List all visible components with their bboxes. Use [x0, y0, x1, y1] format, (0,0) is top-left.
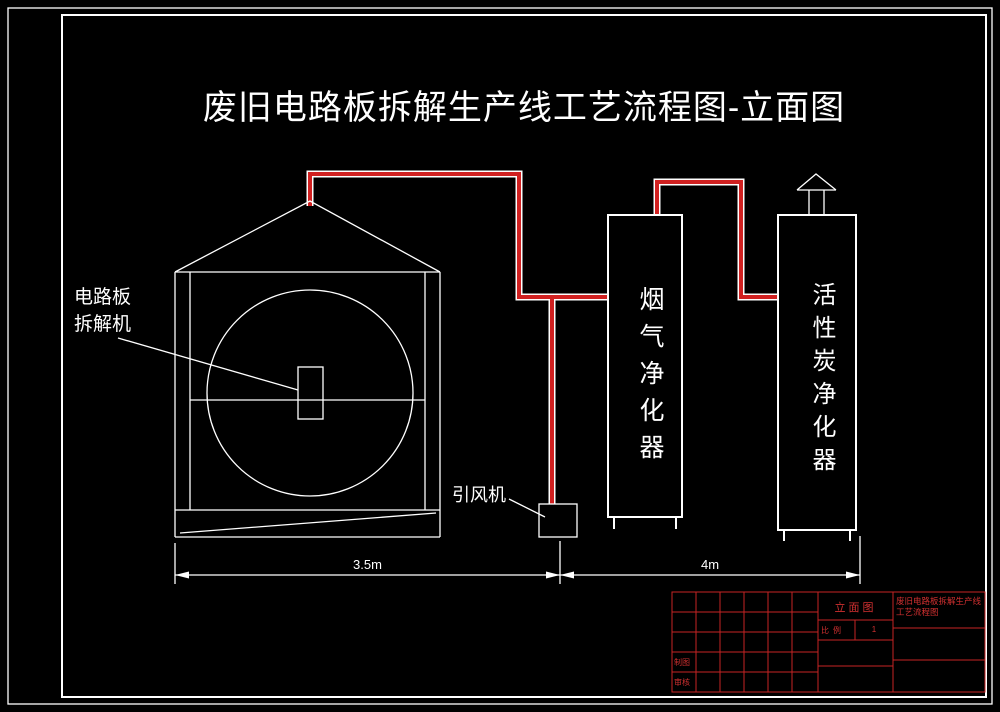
- fan-leader-line: [508, 498, 546, 518]
- titleblock-project-name: 废旧电路板拆解生产线 工艺流程图: [896, 596, 982, 617]
- activated-carbon-label: 活性炭净化器: [808, 282, 835, 480]
- outer-frame: [7, 7, 993, 705]
- fan-label: 引风机: [452, 485, 506, 505]
- dimension-lines: [174, 536, 861, 584]
- dimension-label-right: 4m: [700, 557, 720, 572]
- titleblock-checker-label: 审核: [674, 678, 690, 687]
- dismantler-label: 电路板 拆解机: [74, 287, 132, 335]
- fan-box: [538, 503, 578, 538]
- interconnect-pipe-core: [655, 180, 778, 299]
- dim-arrow: [560, 571, 574, 579]
- drum-axle-rect: [297, 366, 324, 420]
- induced-draft-fan: [508, 498, 578, 538]
- exhaust-pipe-outline: [306, 170, 608, 504]
- title-block-grid: [671, 591, 986, 693]
- drawing-title: 废旧电路板拆解生产线工艺流程图-立面图: [202, 89, 846, 127]
- inner-frame: [61, 14, 987, 698]
- dismantler-roof: [174, 200, 441, 273]
- dismantler-machine: [117, 200, 441, 538]
- titleblock-view-name: 立面图: [834, 602, 877, 614]
- dismantler-leader-line: [117, 337, 299, 391]
- chimney-cap: [796, 173, 837, 215]
- titleblock-scale-value: 1: [871, 625, 877, 634]
- flue-gas-purifier-label: 烟气净化器: [636, 286, 664, 471]
- dimension-label-left: 3.5m: [353, 557, 382, 572]
- dim-arrow: [175, 571, 189, 579]
- drawing-frame: [7, 7, 993, 705]
- dim-arrow: [846, 571, 860, 579]
- flue-gas-purifier-tower: [607, 214, 683, 529]
- titleblock-drafter-label: 制图: [674, 658, 690, 667]
- interconnect-pipe-outline: [653, 178, 778, 301]
- titleblock-scale-label: 比例: [821, 626, 845, 635]
- base-brace: [179, 512, 437, 534]
- dismantler-drum-circle: [206, 289, 414, 497]
- dim-arrow: [546, 571, 560, 579]
- exhaust-piping: [306, 170, 778, 504]
- activated-carbon-tower: [777, 173, 857, 541]
- exhaust-pipe-core: [308, 172, 608, 504]
